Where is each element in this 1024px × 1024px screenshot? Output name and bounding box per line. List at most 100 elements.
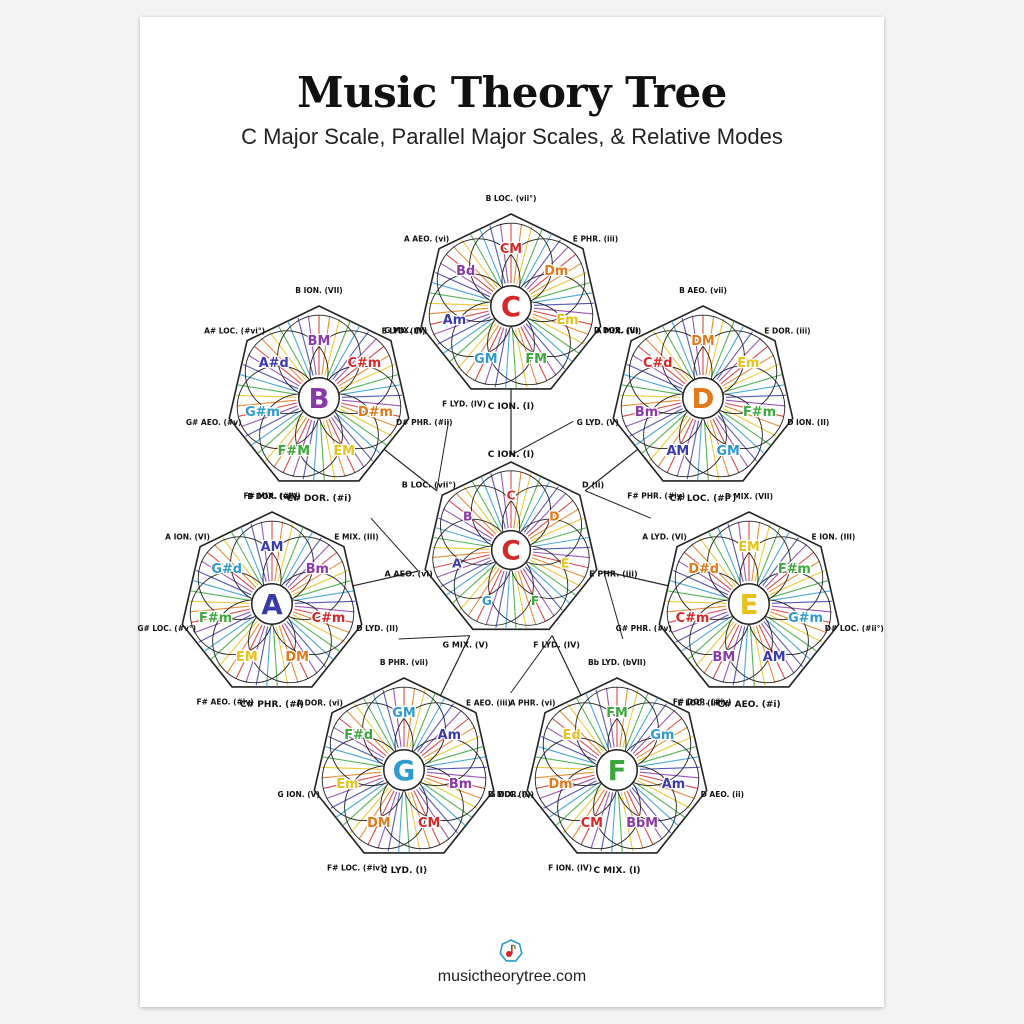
spoke-ray: [425, 745, 484, 764]
tonic-ring: [490, 529, 532, 571]
chord-label: AM: [763, 650, 786, 665]
spoke-ray: [520, 326, 548, 381]
spoke-ray: [291, 560, 344, 593]
spoke-ray: [771, 608, 830, 623]
spoke-ray: [691, 544, 734, 588]
mode-label: A PHR. (vi): [510, 699, 556, 708]
spoke-ray: [426, 756, 486, 767]
spoke-ray: [442, 508, 493, 540]
spoke-ray: [713, 325, 745, 379]
spoke-ray: [194, 611, 251, 634]
petal-ring: [501, 485, 583, 566]
mode-label: A# LOC. (#vi°): [204, 327, 265, 336]
petal-ring: [693, 330, 778, 415]
spoke-ray: [764, 544, 807, 588]
spoke-ray: [321, 315, 331, 376]
spoke-ray: [465, 324, 499, 376]
mode-label: A LYD. (VI): [642, 533, 687, 542]
chord-label: GM: [716, 444, 739, 459]
spoke-ray: [281, 624, 309, 679]
spoke-ray: [240, 527, 264, 583]
spoke-ray: [551, 717, 600, 757]
chord-label: C#d: [643, 356, 672, 371]
spoke-ray: [377, 791, 398, 849]
spoke-ray: [605, 687, 615, 748]
spoke-ray: [712, 624, 740, 679]
spoke-ray: [426, 771, 487, 779]
petal-ring: [394, 702, 479, 787]
mode-label: D# LOC. (#ii°): [825, 624, 884, 633]
spoke-ray: [430, 310, 489, 325]
spoke-ray: [341, 399, 402, 407]
spoke-ray: [479, 229, 503, 285]
spoke-ray: [517, 327, 538, 385]
spoke-ray: [432, 551, 490, 559]
spoke-ray: [521, 233, 553, 287]
mode-label: B ION. (VII): [295, 286, 342, 295]
spoke-ray: [419, 710, 462, 754]
spoke-ray: [358, 788, 392, 840]
spoke-ray: [532, 281, 591, 300]
spoke-ray: [585, 693, 609, 749]
spoke-ray: [277, 325, 309, 379]
mode-label: D ION. (II): [787, 418, 829, 427]
chord-label: GM: [392, 706, 415, 721]
mode-label: B AEO. (vii): [679, 286, 727, 295]
spoke-ray: [272, 626, 278, 687]
center-top-label: C ION. (I): [488, 450, 534, 460]
spoke-ray: [247, 354, 300, 387]
tonic-letter: F: [608, 754, 627, 787]
spoke-ray: [421, 717, 470, 757]
spoke-ray: [703, 420, 709, 481]
spoke-ray: [282, 418, 310, 473]
spoke-ray: [505, 571, 511, 630]
spoke-ray: [335, 782, 386, 818]
chord-label: F#m: [743, 405, 776, 420]
spoke-ray: [636, 726, 689, 759]
spoke-ray: [288, 619, 334, 661]
chord-label: Ed: [563, 728, 581, 743]
spoke-ray: [273, 416, 307, 468]
spoke-ray: [294, 605, 355, 613]
spoke-ray: [422, 782, 473, 818]
chord-label: A#d: [259, 356, 289, 371]
spoke-ray: [290, 616, 341, 652]
connector-line: [370, 517, 419, 572]
spoke-ray: [641, 413, 687, 455]
mode-label: E PHR. (iii): [573, 235, 618, 244]
spoke-ray: [771, 605, 832, 613]
spoke-ray: [245, 625, 266, 683]
spoke-ray: [629, 788, 663, 840]
spoke-ray: [338, 354, 391, 387]
petal-ring: [739, 536, 824, 621]
chord-label: C: [506, 489, 515, 503]
spoke-ray: [192, 579, 251, 598]
petal-ring: [607, 702, 692, 787]
mode-label: F LYD. (IV): [442, 399, 486, 408]
tonic-letter: A: [261, 588, 283, 621]
spoke-ray: [631, 354, 684, 387]
spoke-ray: [531, 526, 588, 545]
spoke-ray: [676, 419, 697, 477]
center-mode-label: D (ii): [582, 481, 604, 490]
footer-url[interactable]: musictheorytree.com: [437, 968, 587, 985]
spoke-ray: [548, 782, 599, 818]
spoke-ray: [340, 373, 399, 392]
spoke-ray: [278, 625, 299, 683]
chord-label: A: [452, 556, 462, 570]
mode-label: F# LOC. (#iv°): [327, 863, 387, 872]
spoke-ray: [633, 785, 679, 827]
chord-label: F#d: [344, 728, 373, 743]
connector-line: [436, 421, 450, 491]
tonic-ring: [490, 285, 532, 327]
spoke-ray: [332, 726, 385, 759]
chord-label: EM: [333, 444, 355, 459]
spoke-ray: [709, 419, 730, 477]
spoke-ray: [499, 223, 509, 284]
spoke-ray: [414, 697, 446, 751]
spoke-ray: [571, 788, 605, 840]
mode-label: D AEO. (ii): [701, 790, 744, 799]
tonic-ring: [383, 749, 425, 791]
